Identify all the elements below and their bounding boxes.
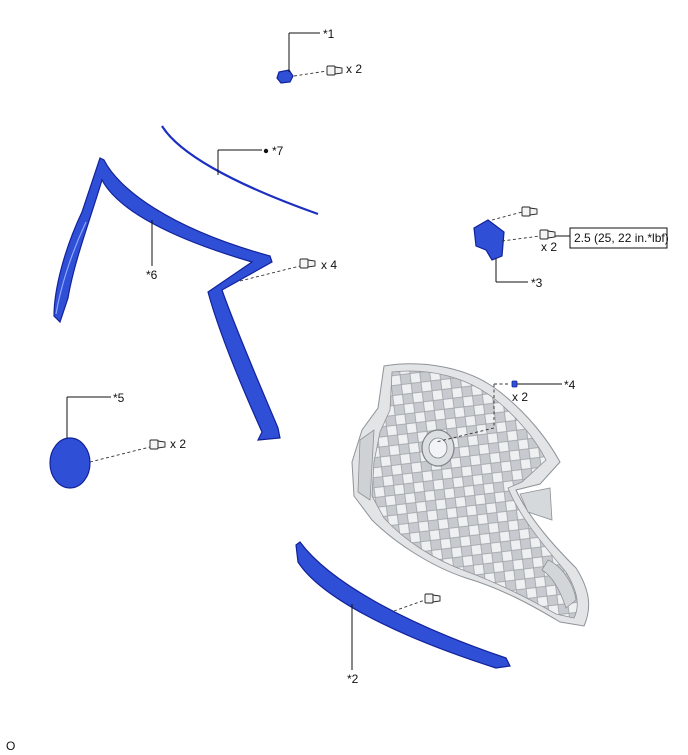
torque-spec: 2.5 (25, 22 in.*lbf) [574, 231, 669, 245]
front-grille-assembly [351, 363, 590, 627]
label-part-6: *6 [146, 268, 158, 282]
label-part-2: *2 [347, 672, 359, 686]
bolt-icon [501, 229, 570, 242]
qty-part-3: x 2 [541, 240, 557, 254]
bolt-icon [293, 65, 343, 77]
part-2-lower-molding [295, 541, 511, 670]
part-3-bracket [473, 219, 528, 283]
label-part-3: *3 [531, 276, 543, 290]
part-1-clip [276, 32, 320, 84]
qty-part-6: x 4 [321, 258, 337, 272]
footer-code: O [6, 739, 15, 753]
label-part-4: *4 [564, 378, 576, 392]
label-part-5: *5 [113, 391, 125, 405]
bolt-icon [89, 439, 166, 463]
bolt-icon [239, 258, 316, 282]
part-4-clip [435, 380, 562, 443]
bolt-icon [491, 206, 538, 221]
torque-spec-box [569, 227, 668, 249]
bolt-icon [393, 593, 441, 612]
part-7-molding [161, 125, 319, 216]
label-part-1: *1 [323, 27, 335, 41]
label-part-7: *7 [272, 144, 284, 158]
part-5-emblem [49, 396, 111, 489]
part-6-frame-molding [53, 157, 281, 441]
qty-part-1: x 2 [346, 62, 362, 76]
qty-part-5: x 2 [170, 437, 186, 451]
qty-part-4: x 2 [512, 390, 528, 404]
